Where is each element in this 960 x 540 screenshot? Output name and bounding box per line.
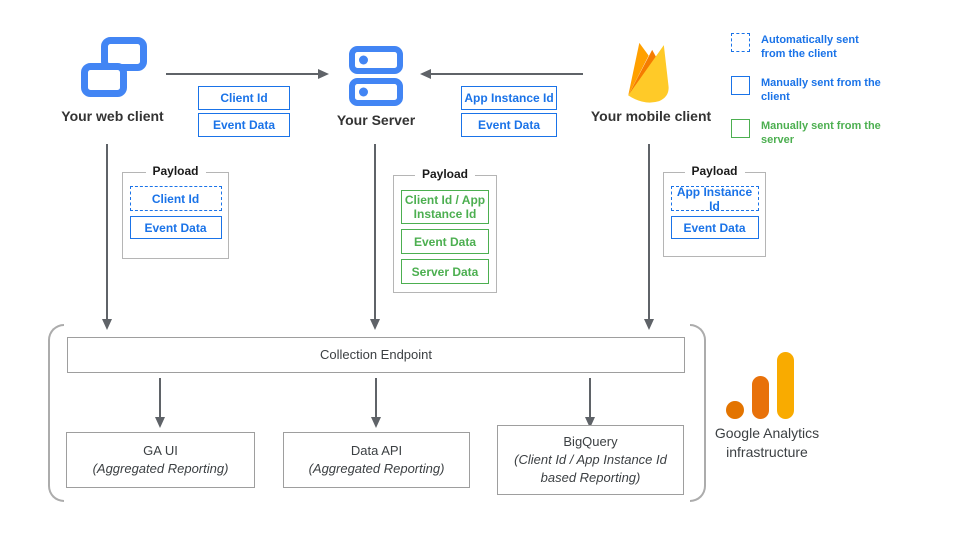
server-rack-icon xyxy=(349,46,403,106)
data-api-box: Data API (Aggregated Reporting) xyxy=(283,432,470,488)
ga-ui-box: GA UI (Aggregated Reporting) xyxy=(66,432,255,488)
payload-title: Payload xyxy=(414,167,476,181)
legend-item-manual-server: Manually sent from the server xyxy=(731,119,881,147)
legend-label: Manually sent from the client xyxy=(761,77,881,103)
legend-label: Automatically sent from the client xyxy=(761,34,859,60)
server-label: Your Server xyxy=(336,112,416,128)
legend-label: Manually sent from the server xyxy=(761,120,881,146)
payload-chip-client-or-app-instance-id: Client Id / App Instance Id xyxy=(401,190,489,224)
infrastructure-bracket-left xyxy=(48,324,64,502)
ga-ui-subtitle: (Aggregated Reporting) xyxy=(92,461,229,476)
infrastructure-bracket-right xyxy=(690,324,706,502)
flow-chip-client-id: Client Id xyxy=(198,86,290,110)
arrow-web-to-endpoint xyxy=(101,144,112,330)
arrow-mobile-to-endpoint xyxy=(643,144,654,330)
arrow-web-to-server xyxy=(166,68,329,79)
web-client-icon xyxy=(81,37,147,97)
arrow-server-to-endpoint xyxy=(369,144,380,330)
payload-chip-event-data: Event Data xyxy=(129,216,222,239)
arrow-endpoint-to-bigquery xyxy=(584,378,595,428)
ga-ui-title: GA UI xyxy=(143,443,178,458)
legend-swatch-dashed-blue xyxy=(731,33,750,52)
infrastructure-caption: Google Analytics infrastructure xyxy=(714,425,820,460)
payload-chip-server-data: Server Data xyxy=(401,259,489,284)
collection-endpoint-label: Collection Endpoint xyxy=(319,347,433,362)
arrow-endpoint-to-ga-ui xyxy=(154,378,165,428)
flow-chip-app-instance-id: App Instance Id xyxy=(461,86,557,110)
arrow-endpoint-to-data-api xyxy=(370,378,381,428)
payload-box-web: Payload Client Id Event Data xyxy=(122,164,229,259)
payload-title: Payload xyxy=(684,164,745,178)
payload-box-server: Payload Client Id / App Instance Id Even… xyxy=(393,167,497,293)
flow-chip-event-data: Event Data xyxy=(461,113,557,137)
legend-item-auto-client: Automatically sent from the client xyxy=(731,33,881,61)
flow-chip-event-data: Event Data xyxy=(198,113,290,137)
arrow-mobile-to-server xyxy=(420,68,583,79)
payload-title: Payload xyxy=(145,164,206,178)
legend-swatch-solid-green xyxy=(731,119,750,138)
payload-chip-client-id: Client Id xyxy=(129,186,222,211)
data-api-title: Data API xyxy=(350,443,403,458)
payload-chip-event-data: Event Data xyxy=(401,229,489,254)
mobile-client-label: Your mobile client xyxy=(590,108,712,124)
payload-box-mobile: Payload App Instance Id Event Data xyxy=(663,164,766,257)
google-analytics-icon xyxy=(726,352,794,419)
data-api-subtitle: (Aggregated Reporting) xyxy=(308,461,445,476)
legend-swatch-solid-blue xyxy=(731,76,750,95)
bigquery-title: BigQuery xyxy=(563,434,618,449)
firebase-flame-icon xyxy=(628,42,669,103)
bigquery-box: BigQuery (Client Id / App Instance Id ba… xyxy=(497,425,684,495)
payload-chip-app-instance-id: App Instance Id xyxy=(670,185,759,213)
collection-endpoint-box: Collection Endpoint xyxy=(67,337,685,373)
payload-chip-event-data: Event Data xyxy=(670,216,759,239)
legend-item-manual-client: Manually sent from the client xyxy=(731,76,881,104)
web-client-label: Your web client xyxy=(61,108,164,124)
bigquery-subtitle: (Client Id / App Instance Id based Repor… xyxy=(514,452,667,485)
